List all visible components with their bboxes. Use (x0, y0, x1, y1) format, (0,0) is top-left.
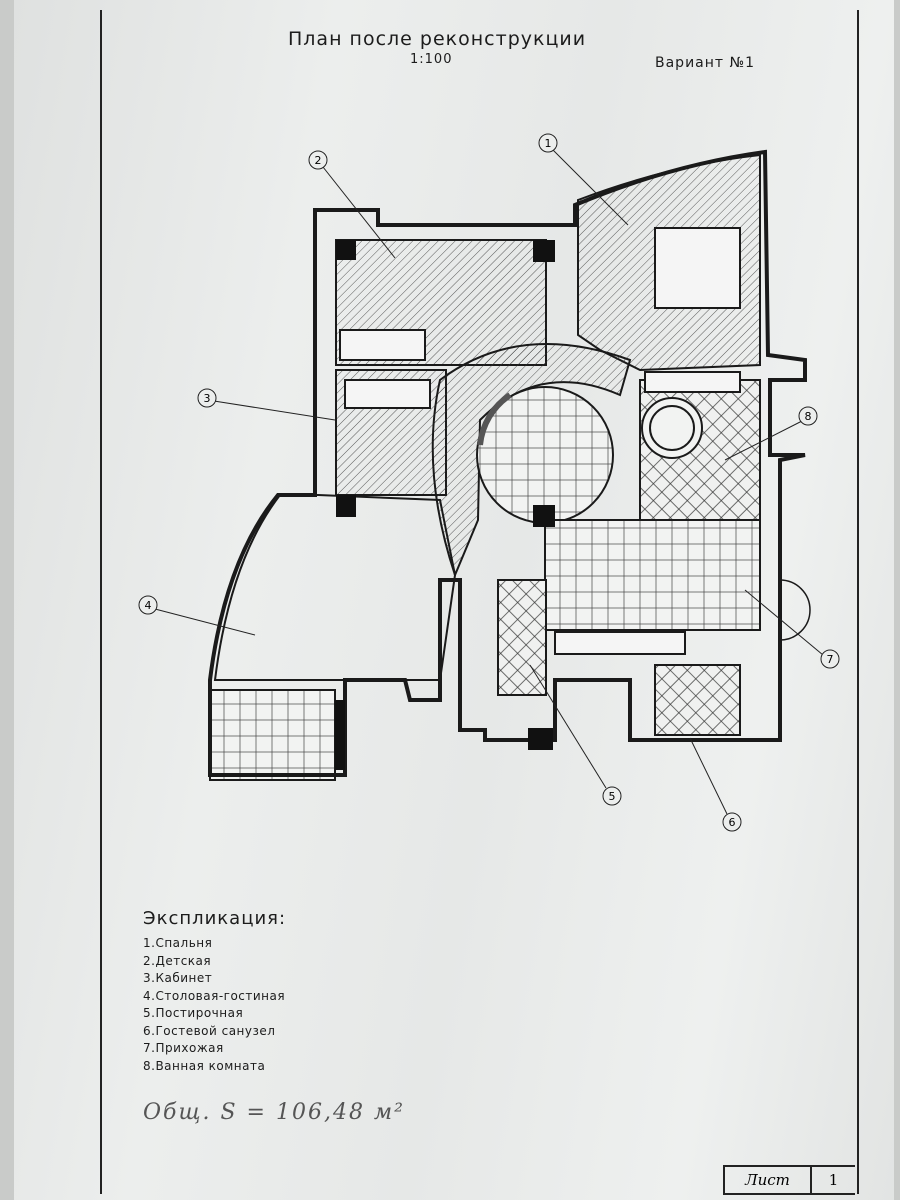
callout-8: 8 (798, 406, 818, 426)
room-dining-living (213, 494, 457, 681)
total-area: Общ. S = 106,48 м² (143, 1100, 405, 1125)
legend-item: 2.Детская (143, 953, 212, 968)
room-callouts: 1 2 3 4 5 6 7 8 (138, 133, 840, 832)
legend-item: 5.Постирочная (143, 1006, 244, 1020)
callout-1: 1 (538, 133, 558, 153)
sheet-number: 1 (828, 1171, 839, 1189)
callout-number: 8 (805, 410, 812, 423)
sheet-label: Лист (725, 1167, 812, 1193)
drawing-scale: 1:100 (410, 52, 453, 67)
drawing-frame (100, 10, 859, 1194)
room-guest-wc (654, 664, 741, 736)
callout-number: 4 (145, 599, 152, 612)
legend-item: 8.Ванная комната (143, 1058, 266, 1073)
room-legend: Экспликация: 1.Спальня 2.Детская 3.Кабин… (143, 908, 286, 1075)
legend-item: 7.Прихожая (143, 1041, 224, 1055)
callout-number: 3 (204, 392, 211, 405)
sheet-title-block: Лист 1 (723, 1165, 855, 1195)
callout-5: 5 (602, 786, 622, 806)
room-laundry (497, 579, 547, 696)
callout-6: 6 (722, 812, 742, 832)
callout-7: 7 (820, 649, 840, 669)
legend-item: 6.Гостевой санузел (143, 1023, 276, 1038)
callout-2: 2 (308, 150, 328, 170)
legend-item: 4.Столовая-гостиная (143, 988, 286, 1003)
outer-walls (208, 149, 807, 777)
legend-item: 1.Спальня (143, 936, 213, 950)
drawing-title: План после реконструкции (288, 28, 587, 50)
callout-number: 2 (315, 154, 322, 167)
legend-item: 3.Кабинет (143, 971, 213, 985)
legend-heading: Экспликация: (143, 908, 287, 929)
corridor-curved (431, 343, 632, 578)
callout-3: 3 (197, 388, 217, 408)
callout-number: 5 (609, 790, 616, 803)
room-hallway (544, 519, 761, 631)
callout-4: 4 (138, 595, 158, 615)
callout-number: 7 (827, 653, 834, 666)
callout-number: 1 (545, 137, 552, 150)
balcony (209, 689, 336, 781)
callout-number: 6 (729, 816, 736, 829)
variant-label: Вариант №1 (655, 55, 755, 71)
